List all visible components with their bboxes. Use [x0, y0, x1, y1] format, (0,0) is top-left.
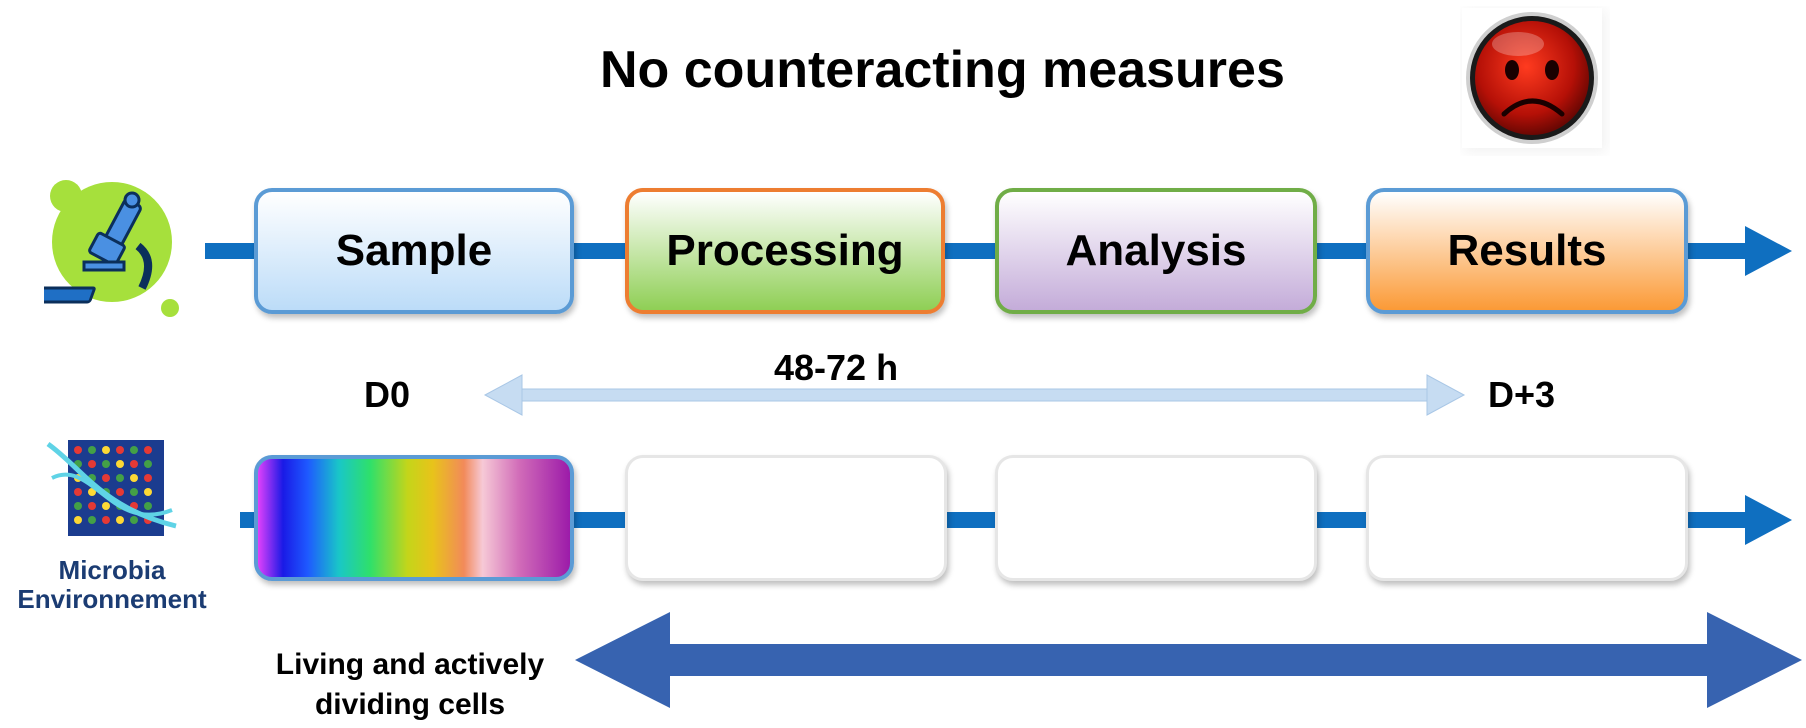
- empty-box-results: [1366, 455, 1688, 581]
- stage-analysis: Analysis: [995, 188, 1317, 314]
- stage-results-label: Results: [1447, 226, 1607, 275]
- microbia-logo-text: Microbia Environnement: [0, 556, 224, 614]
- microscope-icon: [32, 180, 184, 320]
- stage-results: Results: [1366, 188, 1688, 314]
- cells-label-line1: Living and actively: [275, 648, 545, 681]
- microbia-line2: Environnement: [17, 584, 207, 614]
- timeline-end-label: D+3: [1488, 374, 1556, 415]
- empty-box-processing: [625, 455, 947, 581]
- timeline-duration-label: 48-72 h: [774, 347, 899, 388]
- cells-double-arrow: [575, 612, 1802, 708]
- timeline-double-arrow: [483, 374, 1466, 416]
- empty-box-analysis: [995, 455, 1317, 581]
- page-title: No counteracting measures: [600, 41, 1285, 99]
- spectrum-box: [254, 455, 574, 581]
- timeline-start-label: D0: [364, 374, 411, 415]
- stage-processing-label: Processing: [666, 226, 904, 275]
- microbia-line1: Microbia: [58, 555, 166, 585]
- sad-face-icon: [1460, 6, 1610, 156]
- cells-label: Living and actively dividing cells: [250, 645, 570, 725]
- cells-label-line2: dividing cells: [314, 688, 506, 721]
- stage-analysis-label: Analysis: [1065, 226, 1247, 275]
- stage-sample-label: Sample: [335, 226, 493, 275]
- stage-sample: Sample: [254, 188, 574, 314]
- microbia-logo-icon: [42, 438, 182, 548]
- stage-processing: Processing: [625, 188, 945, 314]
